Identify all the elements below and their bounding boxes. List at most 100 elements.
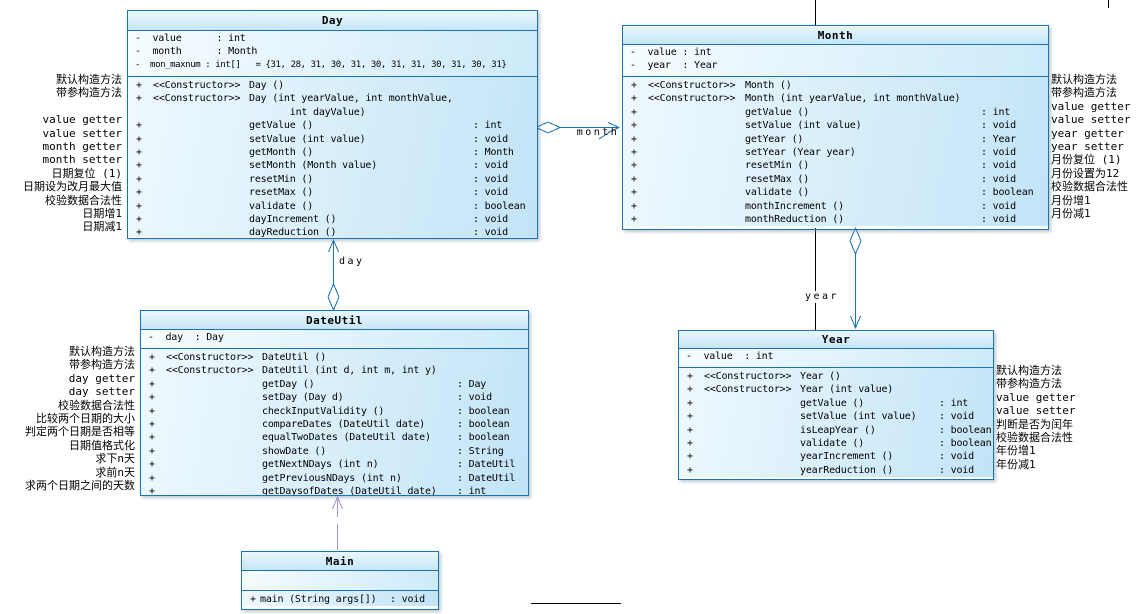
method-visibility: + — [136, 80, 142, 91]
method-stereotype — [704, 464, 800, 477]
annotation-line: 校验数据合法性 — [996, 431, 1073, 445]
aggregation-dateutil-day[interactable] — [327, 238, 340, 312]
method-signature: setDay (Day d) — [262, 392, 344, 404]
method-stereotype — [166, 485, 262, 495]
method-return-type: : Month — [473, 147, 514, 159]
attributes-section: - day : Day — [141, 330, 528, 349]
method-visibility: + — [687, 397, 693, 409]
method-row: +<<Constructor>>Day () — [128, 79, 537, 92]
dependency-main-dateutil[interactable] — [332, 495, 343, 550]
aggregation-diamond — [327, 282, 340, 312]
method-row: +resetMax (): void — [623, 173, 1048, 186]
method-visibility: + — [136, 227, 142, 239]
method-visibility: + — [136, 133, 142, 145]
method-signature: getNextNDays (int n) — [262, 459, 379, 471]
method-stereotype — [166, 378, 262, 391]
method-row: +compareDates (DateUtil date): boolean — [141, 418, 528, 431]
method-return-type: : void — [981, 214, 1016, 226]
method-return-type: : Day — [457, 378, 487, 390]
method-stereotype — [648, 119, 745, 132]
method-signature: DateUtil (int d, int m, int y) — [262, 365, 437, 377]
method-row: +setValue (int value): void — [679, 410, 993, 423]
method-visibility: + — [631, 120, 637, 132]
methods-section: +main (String args[]): void — [242, 591, 438, 607]
method-signature: Month () — [745, 80, 792, 91]
annotation-line: 带参构造方法 — [996, 377, 1062, 391]
class-box-month[interactable]: Month- value : int- year : Year+<<Constr… — [622, 25, 1049, 230]
method-signature: getDaysofDates (DateUtil date) — [262, 486, 437, 496]
method-return-type: : boolean — [939, 438, 992, 450]
method-visibility: + — [631, 200, 637, 212]
connector-label-month: month — [576, 127, 620, 138]
method-return-type — [457, 364, 528, 377]
method-visibility: + — [136, 120, 142, 132]
method-signature: resetMax () — [745, 173, 810, 185]
method-stereotype: <<Constructor>> — [648, 93, 736, 105]
method-return-type: : int — [457, 486, 487, 496]
method-row: +getValue (): int — [128, 119, 537, 132]
method-return-type — [981, 92, 1048, 105]
method-stereotype — [153, 146, 249, 159]
method-signature: compareDates (DateUtil date) — [262, 419, 425, 431]
method-row: +dayReduction (): void — [128, 226, 537, 239]
class-box-year[interactable]: Year- value : int+<<Constructor>>Year ()… — [678, 330, 994, 480]
method-signature: getMonth () — [249, 147, 314, 159]
method-visibility: + — [149, 378, 155, 390]
class-title: Year — [679, 331, 993, 349]
method-signature: getDay () — [262, 378, 315, 390]
class-box-dateutil[interactable]: DateUtil- day : Day+<<Constructor>>DateU… — [140, 310, 529, 496]
annotation-line: 带参构造方法 — [56, 86, 122, 100]
method-visibility: + — [149, 419, 155, 431]
annotation-line: 校验数据合法性 — [45, 193, 122, 207]
method-signature: monthReduction () — [745, 214, 844, 226]
aggregation-month-year[interactable] — [849, 226, 862, 330]
method-return-type: : void — [981, 173, 1016, 185]
method-return-type: : void — [457, 392, 492, 404]
annotation-line: day getter — [68, 371, 135, 385]
method-visibility: + — [149, 365, 155, 377]
method-return-type: : int — [473, 120, 503, 132]
method-row: +<<Constructor>>Year (int value) — [679, 383, 993, 396]
method-return-type: : void — [981, 120, 1016, 132]
method-stereotype — [153, 133, 249, 146]
annotation-line: month setter — [42, 153, 122, 167]
methods-section: +<<Constructor>>Day ()+<<Constructor>>Da… — [128, 77, 537, 239]
method-stereotype — [648, 159, 745, 172]
method-stereotype — [648, 200, 745, 213]
method-visibility: + — [631, 214, 637, 226]
attribute-row: - year : Year — [630, 60, 718, 72]
method-row: +validate (): boolean — [128, 200, 537, 213]
method-stereotype — [704, 410, 800, 423]
method-row: +resetMin (): void — [623, 159, 1048, 172]
method-row: +<<Constructor>>Month () — [623, 79, 1048, 92]
method-stereotype: <<Constructor>> — [704, 384, 792, 396]
method-return-type: : int — [981, 106, 1011, 118]
annotation-line: 日期减1 — [82, 220, 122, 234]
method-return-type — [457, 351, 528, 364]
method-signature: setYear (Year year) — [745, 147, 856, 159]
method-signature: showDate () — [262, 445, 327, 457]
method-visibility: + — [631, 187, 637, 199]
class-box-main[interactable]: Main+main (String args[]): void — [241, 551, 439, 610]
method-visibility — [128, 106, 153, 119]
method-row: + monthReduction () : void — [623, 213, 1048, 226]
method-row: +getNextNDays (int n): DateUtil — [141, 458, 528, 471]
annotation-line: 默认构造方法 — [996, 364, 1062, 377]
method-return-type: : void — [473, 227, 508, 239]
method-visibility: + — [250, 594, 256, 605]
method-return-type: : DateUtil — [457, 459, 516, 471]
method-visibility: + — [631, 133, 637, 145]
method-visibility: + — [149, 352, 155, 363]
class-box-day[interactable]: Day- value : int- month : Month- mon_max… — [127, 10, 538, 239]
annotation-line: value getter — [1051, 99, 1131, 113]
attributes-section — [242, 571, 438, 591]
method-return-type: : Year — [981, 133, 1016, 145]
class-title: Day — [128, 11, 537, 31]
method-row: +<<Constructor>>DateUtil (int d, int m, … — [141, 364, 528, 377]
method-signature: main (String args[]) — [260, 594, 377, 605]
method-visibility: + — [687, 451, 693, 463]
method-return-type — [981, 79, 1048, 92]
method-visibility: + — [149, 486, 155, 496]
method-stereotype: <<Constructor>> — [166, 352, 254, 363]
